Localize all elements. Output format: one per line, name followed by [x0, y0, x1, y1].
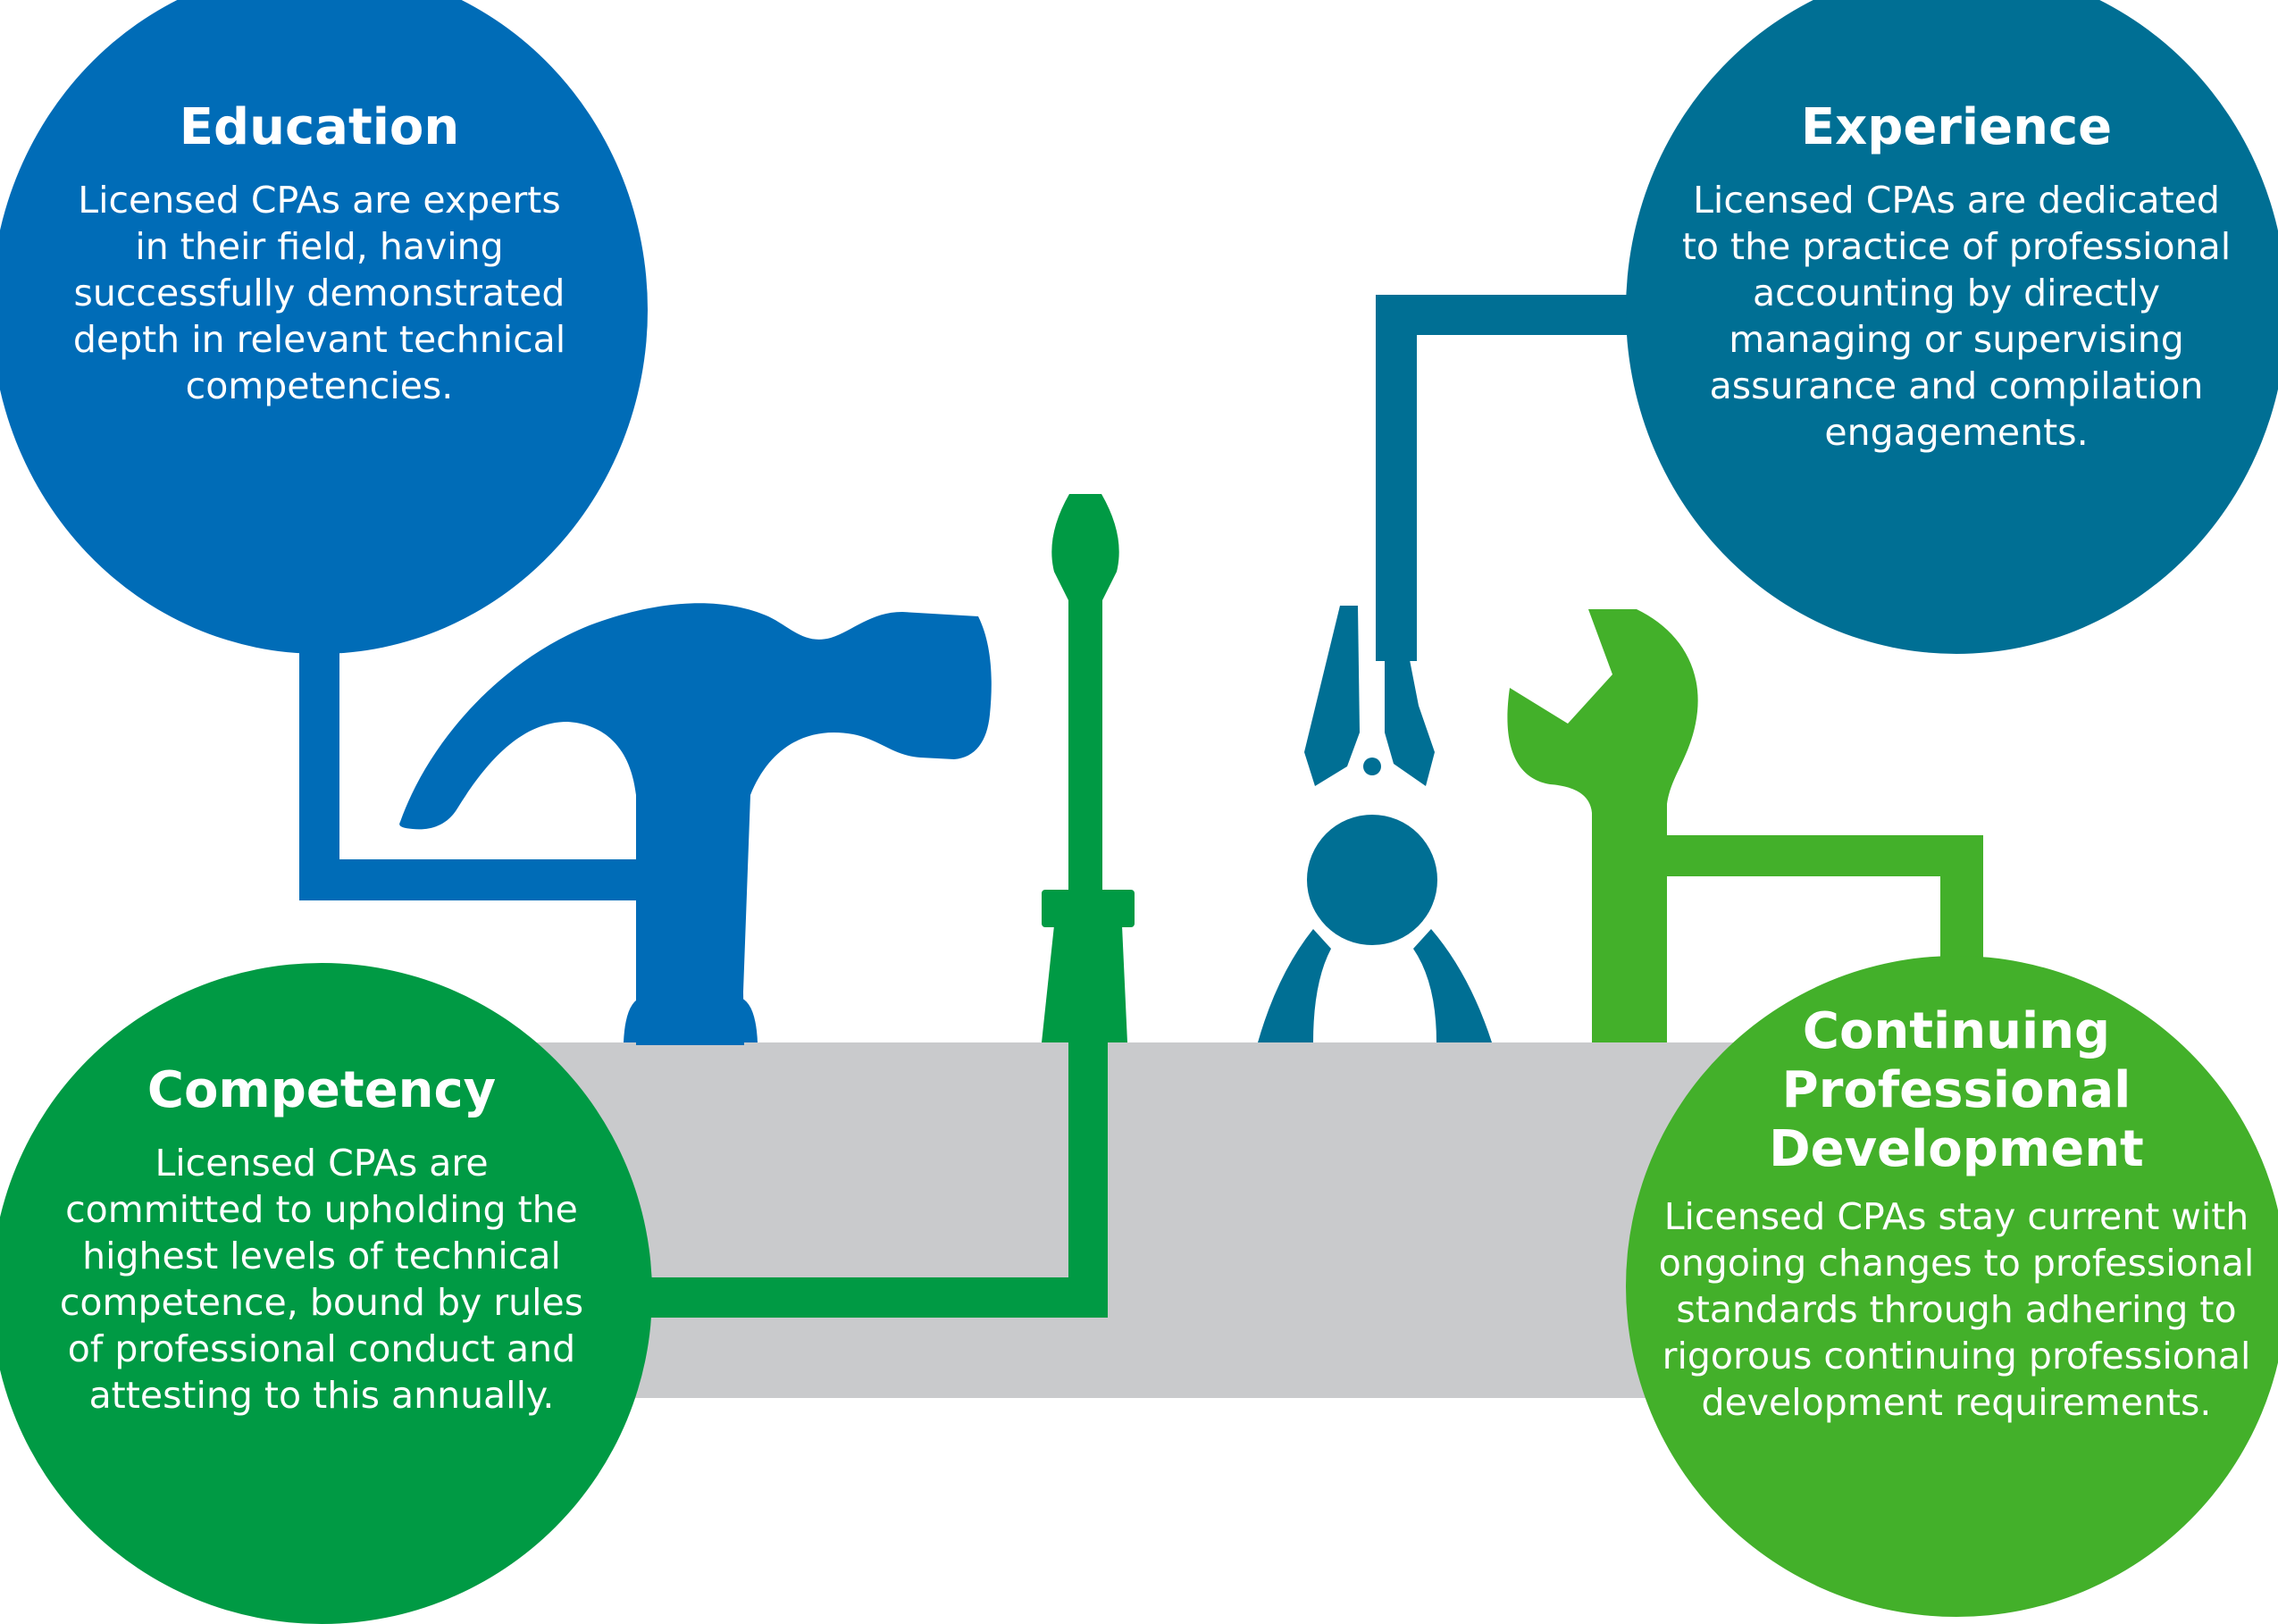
- education-text: Licensed CPAs are experts in their field…: [72, 179, 566, 407]
- experience-title: Experience: [1800, 98, 2113, 156]
- education-circle: Education Licensed CPAs are experts in t…: [0, 0, 648, 654]
- education-title: Education: [179, 98, 460, 156]
- pliers-icon: [1258, 295, 1644, 1042]
- cpd-text: Licensed CPAs stay current with ongoing …: [1658, 1195, 2255, 1424]
- cpd-circle: Continuing Professional Development Lice…: [1626, 956, 2278, 1617]
- wrench-icon: [1507, 609, 1983, 1042]
- competency-title: Competency: [147, 1061, 497, 1119]
- experience-circle: Experience Licensed CPAs are dedicated t…: [1626, 0, 2278, 654]
- ground-band: [536, 1042, 1769, 1398]
- cpd-title: Continuing Professional Development: [1769, 1002, 2144, 1178]
- competency-circle: Competency Licensed CPAs are committed t…: [0, 963, 652, 1624]
- competency-text: Licensed CPAs are committed to upholding…: [59, 1142, 584, 1417]
- screwdriver-icon: [627, 494, 1135, 1318]
- hammer-icon: [299, 603, 992, 1045]
- experience-text: Licensed CPAs are dedicated to the pract…: [1681, 179, 2232, 454]
